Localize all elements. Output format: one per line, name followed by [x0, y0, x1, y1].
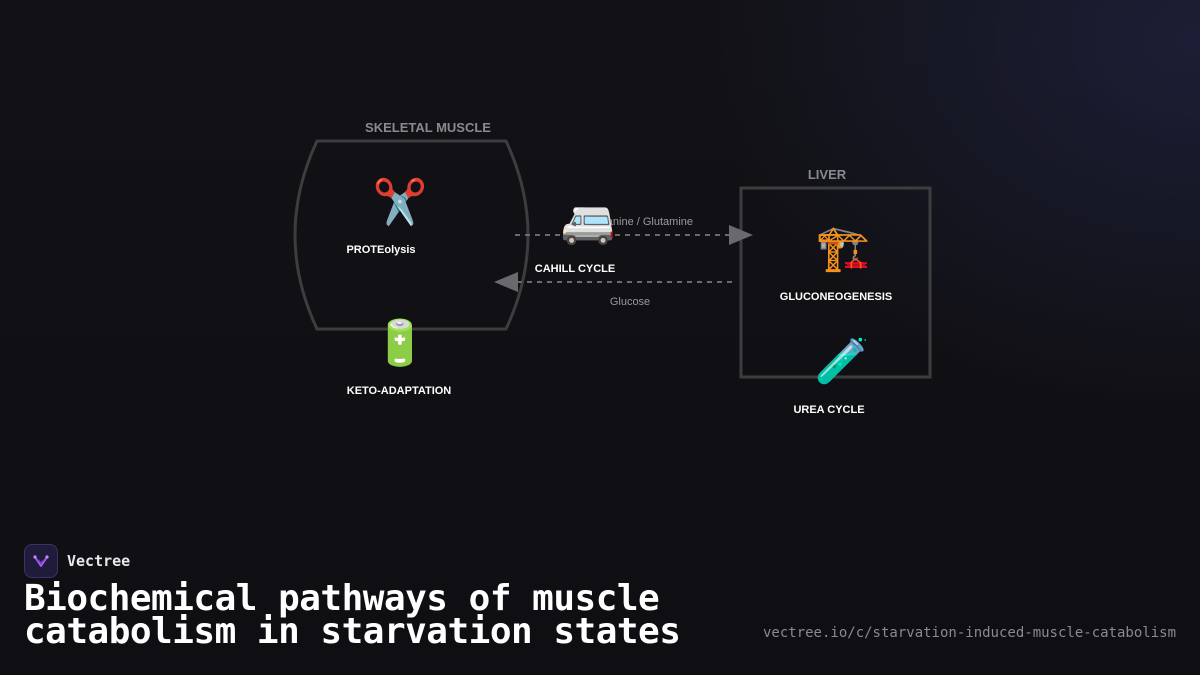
muscle-region-label: SKELETAL MUSCLE [365, 120, 491, 135]
proteolysis-label: PROTEolysis [346, 244, 416, 256]
source-url[interactable]: vectree.io/c/starvation-induced-muscle-c… [762, 625, 1176, 641]
edge-label-glucose: Glucose [609, 296, 651, 308]
vectree-logo-icon [24, 544, 58, 578]
liver-region-label: LIVER [807, 167, 847, 182]
muscle-region-outline [293, 139, 530, 331]
gluconeogenesis-label: GLUCONEOGENESIS [779, 291, 893, 303]
edge-label-alanine-glutamine: Alanine / Glutamine [597, 216, 693, 228]
liver-region-outline [739, 186, 932, 379]
minibus-icon: 🚐 [560, 196, 616, 247]
cahill-cycle-label: CAHILL CYCLE [534, 263, 616, 275]
brand-name: Vectree [67, 552, 131, 570]
test-tube-icon: 🧪 [814, 336, 870, 387]
battery-icon: 🔋 [372, 318, 428, 369]
keto-adaptation-label: KETO-ADAPTATION [346, 385, 452, 397]
page-title: Biochemical pathways of muscle catabolis… [24, 578, 681, 652]
urea-cycle-label: UREA CYCLE [793, 404, 865, 416]
scissors-icon: ✂️ [372, 177, 428, 228]
crane-icon: 🏗️ [815, 223, 871, 274]
brand: Vectree [24, 544, 130, 578]
